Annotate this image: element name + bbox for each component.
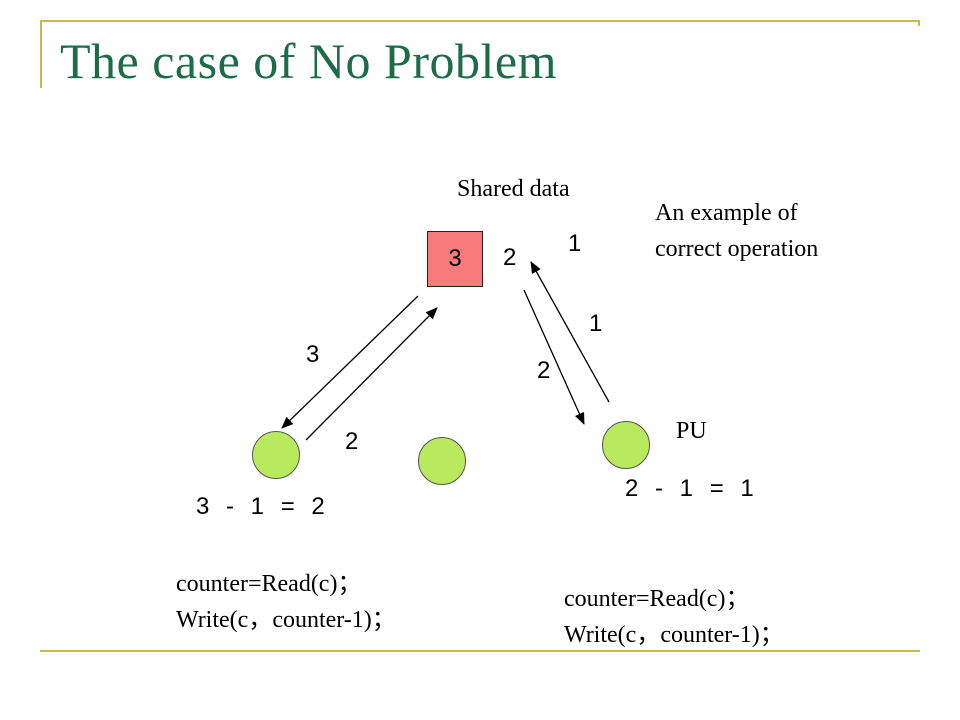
left-code-line2: Write(c，counter-1)；: [176, 607, 396, 633]
arrow-left-down: [281, 295, 419, 429]
arrow-left-up: [305, 307, 438, 441]
pu-circle-left: [252, 431, 300, 479]
right-arrow-up-label: 1: [589, 310, 603, 337]
frame-top-rule: [40, 20, 920, 22]
pu-label: PU: [676, 418, 707, 444]
slide-title: The case of No Problem: [60, 33, 557, 89]
shared-data-box: 3: [427, 231, 483, 287]
example-note-line1: An example of: [655, 200, 798, 226]
frame-left-rule: [40, 20, 42, 88]
right-calc: 2 - 1 = 1: [625, 475, 756, 502]
arrow-right-up: [530, 261, 610, 403]
pu-circle-right: [602, 421, 650, 469]
left-code-line1: counter=Read(c)；: [176, 571, 362, 597]
shared-data-label: Shared data: [457, 176, 570, 202]
pu-circle-middle: [418, 437, 466, 485]
right-code-line1: counter=Read(c)；: [564, 586, 750, 612]
right-arrow-down-label: 2: [537, 357, 551, 384]
frame-right-tick: [918, 20, 920, 26]
arrow-right-down: [523, 289, 585, 425]
left-calc: 3 - 1 = 2: [196, 493, 327, 520]
right-code-line2: Write(c，counter-1)；: [564, 622, 784, 648]
left-arrow-up-label: 2: [345, 428, 359, 455]
shared-value: 3: [448, 245, 462, 272]
left-arrow-down-label: 3: [306, 341, 320, 368]
frame-bottom-rule: [40, 650, 920, 652]
example-note-line2: correct operation: [655, 236, 819, 262]
right-arrow-top-label: 1: [568, 230, 582, 257]
shared-value-new: 2: [503, 244, 517, 271]
